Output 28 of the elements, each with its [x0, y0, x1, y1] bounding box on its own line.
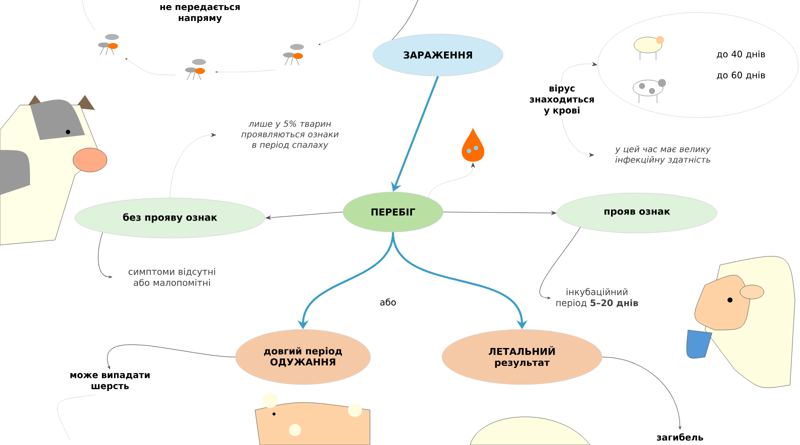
note-text: може випадати шерсть [70, 373, 150, 391]
ellipse-node: ЗАРАЖЕННЯ [372, 34, 504, 76]
arrow [442, 211, 556, 215]
arrow [540, 227, 581, 300]
arrow [98, 232, 112, 278]
note-text: лише у 5% тварин проявляються ознаки в період спалаху [241, 120, 339, 150]
note-text: симптоми відсутні або малопомітні [128, 268, 216, 286]
label-text: або [380, 298, 396, 306]
note-text: у цей час має велику інфекційну здатність [615, 146, 711, 164]
arrow [602, 356, 682, 430]
ellipse-node: без прояву ознак [74, 198, 266, 238]
note-text: інкубаційний період 5–20 днів [556, 288, 638, 308]
arrow [170, 133, 216, 198]
label-text: не передається напряму [160, 5, 240, 23]
note-text: вірус знаходиться у крові [530, 84, 594, 116]
arrow [562, 118, 594, 157]
arrow [562, 62, 598, 82]
arrow [266, 212, 344, 220]
ellipse-node: ПЕРЕБІГ [342, 192, 444, 232]
ellipse-node: довгий період ОДУЖАННЯ [235, 329, 371, 385]
leader-line [392, 0, 418, 40]
arrow [428, 162, 475, 198]
dotted-cloud: до 40 днів до 60 днів [598, 12, 798, 118]
ellipse-node: ЛЕТАЛЬНИЙ результат [442, 329, 602, 385]
arrow [107, 344, 236, 370]
ellipse-node: прояв ознак [556, 192, 718, 234]
note-text: загибель [656, 433, 704, 441]
blood-drop-icon [462, 128, 484, 162]
